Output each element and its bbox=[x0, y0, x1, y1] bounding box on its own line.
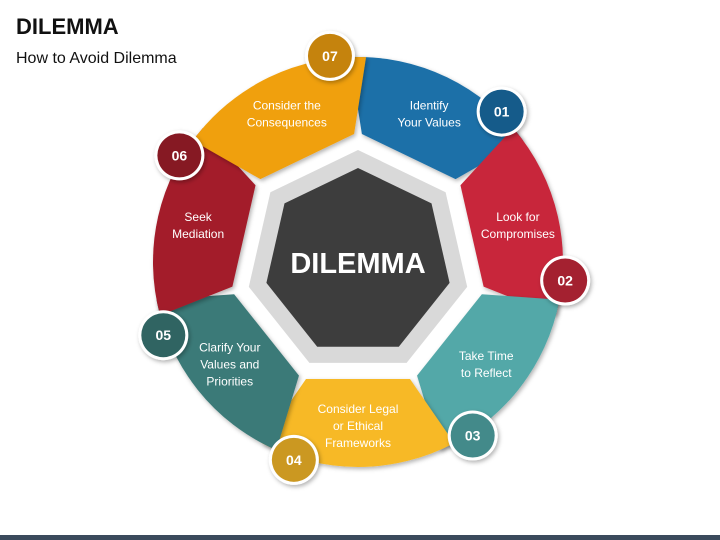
step-06-number: 06 bbox=[172, 147, 188, 163]
step-01-number: 01 bbox=[494, 104, 510, 120]
step-01-badge: 01 bbox=[476, 86, 527, 137]
step-05-number: 05 bbox=[156, 327, 172, 343]
step-03-segment bbox=[417, 294, 560, 451]
center-heptagon bbox=[266, 168, 450, 347]
page-title: DILEMMA bbox=[16, 14, 119, 39]
step-04-number: 04 bbox=[286, 452, 302, 468]
step-02-badge: 02 bbox=[540, 255, 591, 306]
center-hub: DILEMMA bbox=[248, 150, 468, 363]
step-07-segment bbox=[192, 57, 367, 180]
step-06-badge: 06 bbox=[154, 130, 205, 181]
step-07-badge: 07 bbox=[304, 30, 355, 81]
step-07-number: 07 bbox=[322, 48, 338, 64]
step-02-segment bbox=[460, 127, 563, 316]
page-subtitle: How to Avoid Dilemma bbox=[16, 50, 177, 67]
step-05-segment bbox=[156, 294, 299, 451]
center-label: DILEMMA bbox=[290, 248, 425, 280]
step-02-number: 02 bbox=[557, 273, 573, 289]
step-01-segment bbox=[349, 56, 524, 180]
step-03-badge: 03 bbox=[447, 410, 498, 461]
step-03-number: 03 bbox=[465, 428, 481, 444]
step-04-badge: 04 bbox=[268, 434, 319, 485]
step-05-badge: 05 bbox=[138, 310, 189, 361]
bottom-bar bbox=[0, 535, 720, 540]
